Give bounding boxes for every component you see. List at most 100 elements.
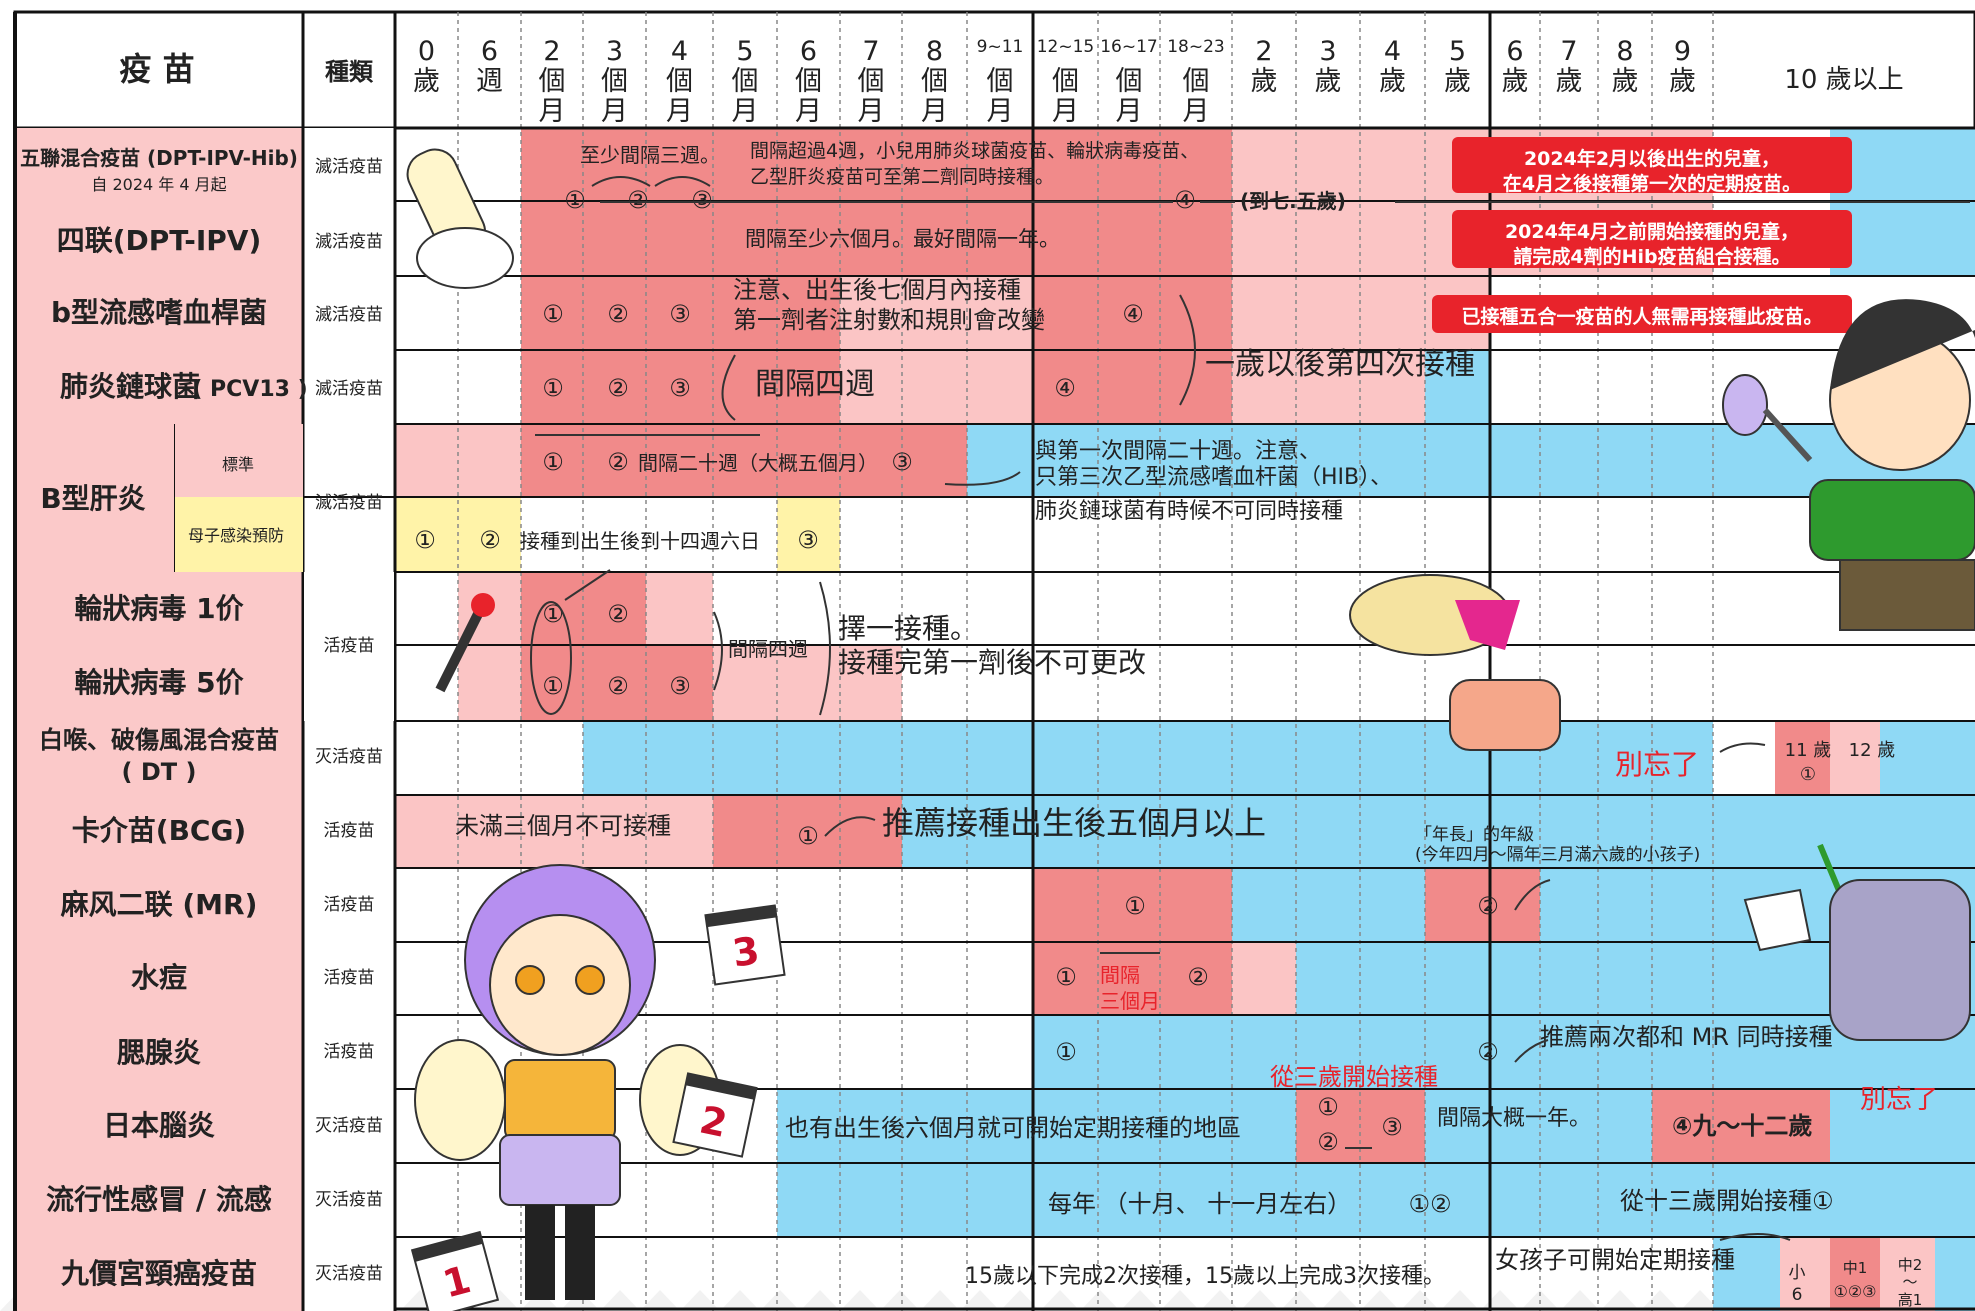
- optional-cell: [1880, 721, 1975, 795]
- recommended-cell: [1652, 1089, 1830, 1163]
- hat-ribbon-icon: [1455, 600, 1520, 650]
- note-hpv-tilde: 〜: [1902, 1273, 1917, 1291]
- header-age-10plus: 10 歲以上: [1784, 65, 1903, 95]
- dose-marker: ①: [797, 822, 819, 850]
- boy-shirt-icon: [1809, 479, 1975, 561]
- optional-cell: [777, 1089, 1296, 1163]
- header-age-label: 8: [1616, 36, 1633, 67]
- row-label-hpv: 九價宮頸癌疫苗: [61, 1257, 257, 1290]
- header-age-label: 5: [736, 36, 753, 67]
- dose-marker: ①: [1055, 1038, 1077, 1066]
- row-label-penta-sub: 自 2024 年 4 月起: [91, 175, 226, 194]
- note-hpv-small6a: 小: [1789, 1263, 1806, 1283]
- illustrations: 321: [406, 148, 1975, 1311]
- header-age-label: 2: [1255, 36, 1272, 67]
- header-age-label: 個: [987, 66, 1014, 97]
- optional-cell: [1830, 1089, 1975, 1163]
- header-age-label: 9: [1674, 36, 1691, 67]
- bg-triangle: [1440, 1290, 1480, 1311]
- arrow-line: [1719, 742, 1766, 753]
- dose-marker: ①: [1800, 764, 1816, 785]
- note-rota-2: 接種完第一劑後不可更改: [838, 646, 1146, 679]
- dose-marker: ①: [1055, 963, 1077, 991]
- header-age-label: 月: [666, 96, 693, 127]
- possible-cell: [1780, 1237, 1830, 1311]
- header-age-label: 個: [795, 66, 822, 97]
- note-mumps: 推薦兩次都和 MR 同時接種: [1540, 1023, 1833, 1051]
- bib-icon: [416, 227, 514, 289]
- row-label-hepb-standard: 標準: [222, 455, 254, 474]
- bg-triangle: [1040, 1290, 1080, 1311]
- note-vz-interval-2: 三個月: [1100, 989, 1160, 1013]
- note-je-interval: 間隔大概一年。: [1437, 1106, 1591, 1131]
- possible-cell: [395, 795, 713, 868]
- note-hepb-mother: 接種到出生後到十四週六日: [520, 529, 760, 553]
- warning-text: 已接種五合一疫苗的人無需再接種此疫苗。: [1461, 305, 1822, 328]
- header-age-label: 4: [671, 36, 688, 67]
- bg-triangle: [1360, 1290, 1400, 1311]
- note-je-9to12: ④九～十二歲: [1672, 1112, 1812, 1140]
- bg-triangle: [1080, 1290, 1120, 1311]
- boy-hair-icon: [1830, 299, 1975, 390]
- warning-box: [1452, 137, 1852, 193]
- arrow-line: [1719, 1233, 1791, 1241]
- calendar-top: [685, 1073, 757, 1100]
- mother-blank: [521, 497, 777, 572]
- dose-marker: ②: [1477, 892, 1499, 920]
- dose-marker: ①②: [1408, 1190, 1451, 1218]
- header-age-label: 月: [732, 96, 759, 127]
- header-age-label: 歲: [1612, 66, 1639, 97]
- dose-marker: ②: [607, 300, 629, 328]
- row-type-label: 活疫苗: [324, 821, 375, 841]
- dose-marker: ①: [542, 672, 564, 700]
- girl-shirt-icon: [504, 1059, 616, 1141]
- header-age-label: 月: [921, 96, 948, 127]
- row-label-rota5: 輪狀病毒 5价: [74, 666, 244, 699]
- recommended-cell: [1033, 942, 1232, 1015]
- row-label-quad: 四联(DPT-IPV): [57, 224, 262, 257]
- warning-text: 2024年2月以後出生的兒童，: [1524, 147, 1780, 170]
- girl-face-icon: [489, 914, 631, 1056]
- bg-triangle: [1280, 1290, 1320, 1311]
- bg-triangle: [1160, 1290, 1200, 1311]
- header-age-label: 8: [926, 36, 943, 67]
- calendar-icon: 1: [410, 1230, 500, 1311]
- wing-icon: [414, 1039, 506, 1161]
- row-label-hib: b型流感嗜血桿菌: [51, 296, 267, 329]
- dose-marker: ③: [797, 526, 819, 554]
- girl-leg-icon: [565, 1205, 595, 1300]
- optional-cell: [902, 795, 1975, 868]
- note-hib-1: 注意、出生後七個月內接種: [733, 276, 1021, 304]
- note-je-6m: 也有出生後六個月就可開始定期接種的地區: [785, 1114, 1241, 1142]
- bg-triangle: [1560, 1290, 1600, 1311]
- dose-marker: ①: [1124, 892, 1146, 920]
- annotations: 至少間隔三週。間隔超過4週，小兒用肺炎球菌疫苗、輪狀病毒疫苗、乙型肝炎疫苗可至第…: [455, 137, 1970, 1309]
- header-age-label: 月: [795, 96, 822, 127]
- header-age-label: 月: [601, 96, 628, 127]
- bg-triangle: [1000, 1290, 1040, 1311]
- header-age-label: 歲: [1444, 66, 1471, 97]
- hepb-sub1-bg: [175, 424, 303, 497]
- note-flu-13: 從十三歲開始接種①: [1620, 1187, 1834, 1215]
- dose-marker: ②: [607, 672, 629, 700]
- warning-text: 在4月之後接種第一次的定期疫苗。: [1503, 172, 1801, 195]
- row-label-je: 日本腦炎: [103, 1109, 215, 1142]
- dropper-bulb-icon: [471, 593, 495, 617]
- bracket: [713, 611, 723, 691]
- dose-marker: ③: [669, 672, 691, 700]
- optional-cell: [1425, 350, 1490, 424]
- arrow-line: [1514, 1039, 1549, 1063]
- dose-marker: ①: [542, 448, 564, 476]
- header-age-label: 歲: [1502, 66, 1529, 97]
- row-label-hepb-mother: 母子感染預防: [188, 526, 284, 545]
- arrow-line: [1514, 879, 1551, 911]
- hepb-sub2-bg: [175, 497, 303, 572]
- header-age-label: 3: [606, 36, 623, 67]
- header-age-label: 月: [987, 96, 1014, 127]
- row-label-pcv: 肺炎鏈球菌: [60, 370, 200, 403]
- bg-triangle: [960, 1290, 1000, 1311]
- header-age-label: 歲: [1379, 66, 1406, 97]
- header-age-label: 週: [476, 66, 503, 97]
- header-age-label: 歲: [1251, 66, 1278, 97]
